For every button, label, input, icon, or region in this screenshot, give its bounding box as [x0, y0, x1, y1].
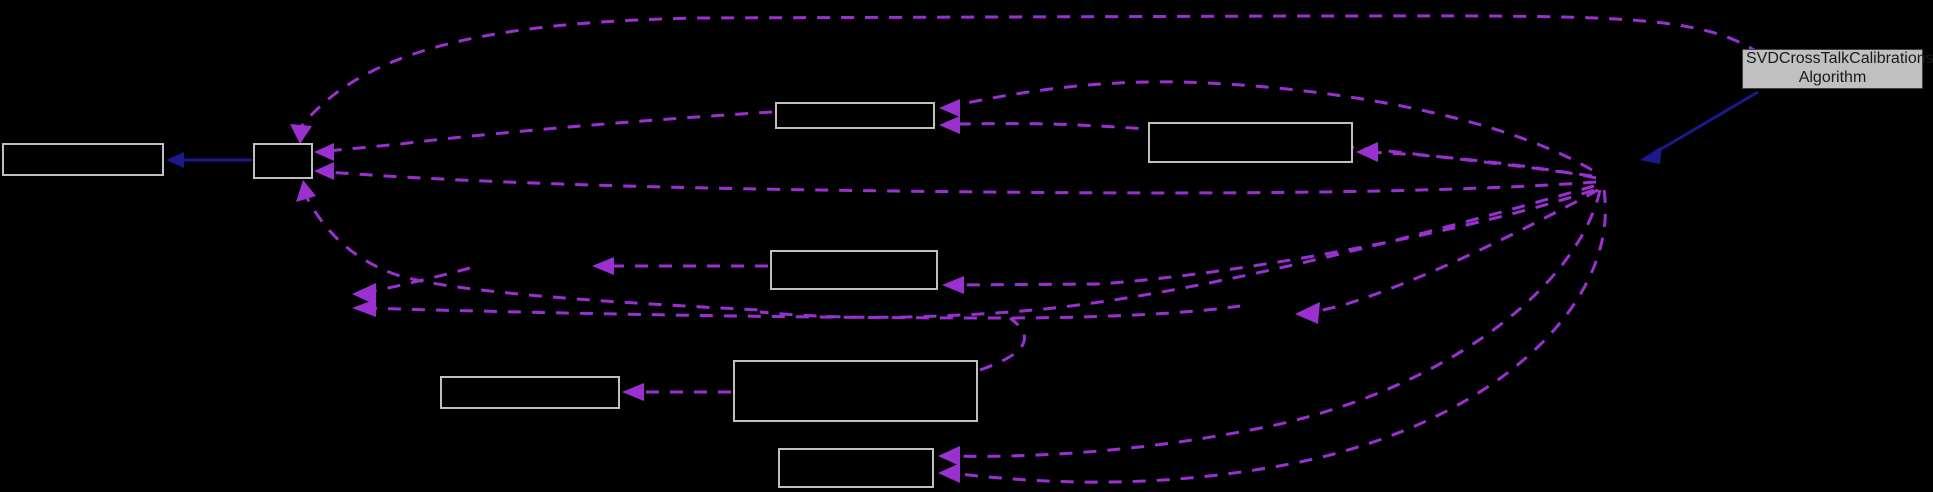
- edge-to-floating-arrow-lower: [363, 304, 1241, 320]
- arrowhead-node2-lower: [939, 116, 960, 134]
- arrowhead-node2-upper: [939, 99, 960, 117]
- edge-hub-to-node7-lower: [949, 189, 1607, 484]
- arrowhead-floating-left-of-node4: [592, 257, 614, 275]
- edge-node6-area-feed: [979, 316, 1026, 372]
- edge-node1-down-branch: [301, 189, 761, 312]
- arrowhead-node7-upper: [938, 446, 960, 466]
- edge-hub-to-node2-upper: [951, 80, 1593, 172]
- arrowhead-node4-right: [942, 276, 964, 294]
- graph-node-5[interactable]: [440, 376, 620, 409]
- edge-hub-to-node7-upper: [949, 189, 1602, 458]
- graph-node-svdcrosstalkcalibrationsalgorithm[interactable]: SVDCrossTalkCalibrations Algorithm: [1742, 49, 1933, 89]
- edge-node2-to-node1: [327, 110, 773, 153]
- arrowhead-node1-mid-upper: [314, 143, 334, 161]
- graph-node-7[interactable]: [778, 448, 934, 488]
- edge-hub-to-node1-long: [327, 170, 1597, 195]
- graph-node-4[interactable]: [770, 250, 938, 290]
- edge-to-floating-arrow-upper: [363, 266, 471, 295]
- arrowhead-to-node0: [166, 152, 184, 168]
- arrowhead-node5: [622, 383, 644, 401]
- arrowhead-to-hub: [1640, 146, 1662, 164]
- arrowhead-node3: [1356, 142, 1378, 162]
- edge-hub-to-midright-arrow: [1309, 188, 1599, 315]
- graph-node-3[interactable]: [1148, 122, 1353, 163]
- graph-node-6[interactable]: [733, 360, 978, 422]
- edge-algorithm-to-hub-inheritance: [1655, 90, 1759, 154]
- arrowheads-layer: [166, 99, 1662, 483]
- graph-node-svdcrosstalkcalibrationsalgorithm-label: SVDCrossTalkCalibrations Algorithm: [1746, 50, 1933, 86]
- graph-node-1[interactable]: [253, 143, 313, 179]
- edge-algorithm-to-hubnode: [298, 14, 1761, 129]
- arrowhead-node1-mid-lower: [314, 162, 334, 180]
- edge-hub-to-node4: [953, 188, 1595, 287]
- arrowhead-node1-top: [290, 124, 312, 144]
- arrowhead-node1-bottom: [296, 180, 316, 202]
- arrowhead-node7-lower: [938, 463, 960, 483]
- arrowhead-floating-mid-right: [1295, 302, 1320, 324]
- graph-node-0[interactable]: [2, 143, 164, 176]
- arrowhead-floating-pair-lower: [352, 299, 376, 317]
- edge-hub-to-node1-lower: [759, 184, 1595, 319]
- graph-node-2[interactable]: [775, 102, 935, 129]
- arrowhead-floating-pair-upper: [352, 283, 376, 305]
